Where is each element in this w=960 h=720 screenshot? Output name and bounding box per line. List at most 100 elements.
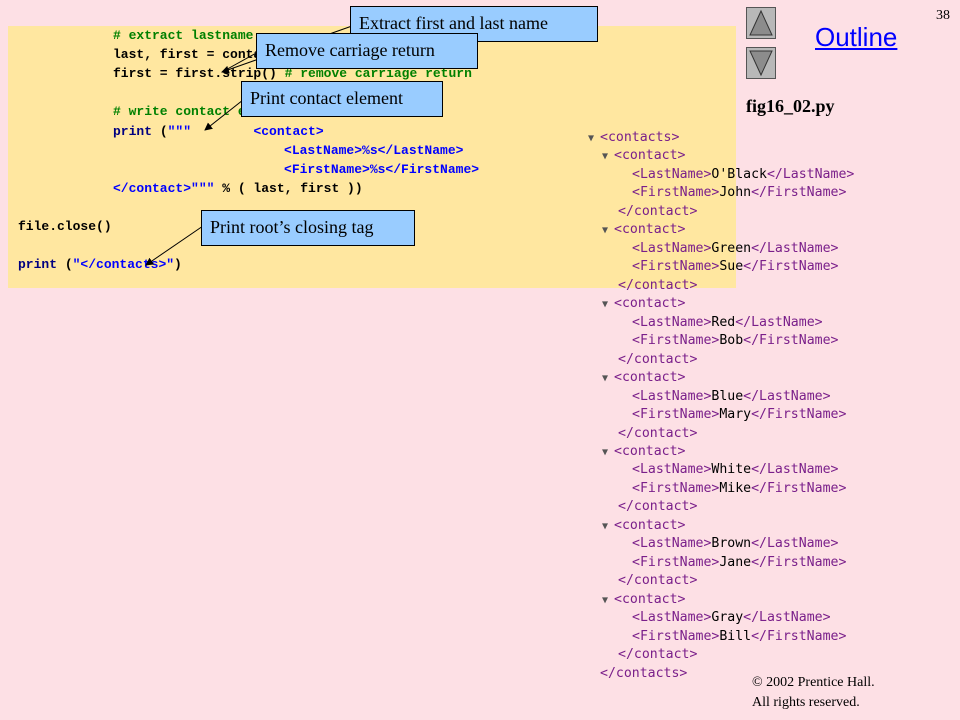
xml-lastname: <LastName>O'Black</LastName>	[588, 166, 854, 184]
xml-tag: </contacts>	[600, 665, 688, 681]
callout-remove-carriage-return: Remove carriage return	[256, 33, 478, 69]
expand-triangle-icon[interactable]: ▼	[602, 151, 609, 163]
xml-tag: <contact>	[614, 370, 686, 386]
xml-value: Sue	[719, 259, 744, 275]
xml-contact-open[interactable]: ▼<contact>	[588, 443, 685, 461]
xml-contact-open[interactable]: ▼ <contact>	[588, 295, 685, 313]
xml-value: Mary	[719, 407, 752, 423]
xml-lastname: <LastName>White</LastName>	[588, 461, 838, 479]
code-token: )	[174, 257, 182, 273]
xml-contact-open[interactable]: ▼ <contact>	[588, 221, 685, 239]
xml-tag: <contact>	[614, 222, 686, 238]
xml-tag: </FirstName>	[751, 628, 847, 644]
triangle-up-icon	[749, 9, 773, 36]
expand-triangle-icon[interactable]: ▼	[602, 299, 609, 311]
code-token: print	[18, 257, 58, 273]
xml-value: White	[711, 462, 752, 478]
code-token: % ( last, first ))	[214, 180, 363, 196]
xml-value: O'Black	[711, 166, 767, 182]
copyright-text: © 2002 Prentice Hall.	[752, 675, 875, 690]
xml-output-panel: ▼<contacts>▼<contact><LastName>O'Black</…	[588, 129, 854, 685]
xml-value: Jane	[719, 554, 752, 570]
xml-tag: <LastName>	[632, 610, 712, 626]
xml-value: Gray	[711, 610, 744, 626]
rights-text: All rights reserved.	[752, 695, 860, 710]
xml-tag: </contact>	[618, 277, 698, 293]
xml-tag: </FirstName>	[751, 185, 847, 201]
code-token: file.close()	[18, 219, 112, 234]
xml-tag: <contacts>	[600, 130, 680, 145]
xml-root-close: </contacts>	[588, 665, 687, 683]
callout-print-contact-element: Print contact element	[241, 81, 443, 117]
expand-triangle-icon[interactable]: ▼	[602, 225, 609, 237]
xml-contact-close: </contact>	[588, 498, 697, 516]
xml-firstname: <FirstName>Mary</FirstName>	[588, 406, 846, 424]
xml-tag: </contact>	[618, 647, 698, 663]
nav-up-button[interactable]	[746, 7, 776, 39]
xml-tag: </contact>	[618, 499, 698, 515]
triangle-down-icon	[749, 50, 773, 77]
xml-firstname: <FirstName>Sue</FirstName>	[588, 258, 838, 276]
xml-tag: </LastName>	[735, 314, 823, 330]
nav-down-button[interactable]	[746, 47, 776, 79]
xml-tag: </contact>	[618, 425, 698, 441]
code-token: </contact>"""	[113, 180, 215, 196]
xml-tag: <LastName>	[632, 314, 712, 330]
xml-firstname: <FirstName>Jane</FirstName>	[588, 554, 846, 572]
xml-tag: </FirstName>	[743, 333, 839, 349]
xml-lastname: <LastName>Green</LastName>	[588, 240, 838, 258]
xml-contact-open[interactable]: ▼ <contact>	[588, 369, 685, 387]
xml-tag: </LastName>	[743, 610, 831, 626]
xml-firstname: <FirstName>Bob</FirstName>	[588, 332, 838, 350]
xml-tag: <LastName>	[632, 166, 712, 182]
code-token: (	[57, 257, 73, 273]
outline-link[interactable]: Outline	[815, 22, 898, 52]
xml-tag: <contact>	[614, 591, 686, 607]
xml-value: Bob	[719, 333, 744, 349]
footer: © 2002 Prentice Hall. All rights reserve…	[752, 673, 875, 713]
xml-tag: </FirstName>	[751, 480, 847, 496]
expand-triangle-icon[interactable]: ▼	[602, 373, 609, 385]
xml-contact-open[interactable]: ▼ <contact>	[588, 517, 685, 535]
xml-tag: </FirstName>	[751, 407, 847, 423]
xml-contact-close: </contact>	[588, 646, 697, 664]
xml-firstname: <FirstName>John</FirstName>	[588, 184, 846, 202]
xml-firstname: <FirstName>Bill</FirstName>	[588, 628, 846, 646]
expand-triangle-icon[interactable]: ▼	[602, 594, 609, 606]
xml-tag: </FirstName>	[751, 554, 847, 570]
page-number: 38	[936, 8, 950, 23]
xml-tag: </LastName>	[751, 462, 839, 478]
xml-tag: <FirstName>	[632, 407, 720, 423]
code-token: <LastName>%s</LastName>	[206, 142, 464, 158]
xml-tag: <contact>	[614, 517, 686, 533]
xml-lastname: <LastName>Brown</LastName>	[588, 535, 838, 553]
xml-contact-close: </contact>	[588, 351, 697, 369]
code-line: <LastName>%s</LastName>	[206, 142, 463, 160]
xml-value: Red	[711, 314, 736, 330]
xml-contact-open[interactable]: ▼ <contact>	[588, 147, 685, 165]
expand-triangle-icon[interactable]: ▼	[602, 446, 609, 458]
code-line: print (""" <contact>	[113, 123, 324, 141]
code-line: file.close()	[18, 218, 112, 236]
xml-contact-close: </contact>	[588, 277, 697, 295]
xml-contact-close: </contact>	[588, 572, 697, 590]
xml-tag: </contact>	[618, 351, 698, 367]
xml-tag: <LastName>	[632, 462, 712, 478]
xml-contact-close: </contact>	[588, 425, 697, 443]
callout-print-closing-tag: Print root’s closing tag	[201, 210, 415, 246]
xml-tag: <contact>	[614, 148, 686, 164]
xml-lastname: <LastName>Blue</LastName>	[588, 388, 831, 406]
xml-root-open[interactable]: ▼ <contacts>	[588, 129, 679, 147]
xml-tag: <contact>	[614, 296, 686, 312]
xml-tag: <FirstName>	[632, 185, 720, 201]
xml-value: Green	[711, 240, 752, 256]
xml-value: Bill	[719, 628, 752, 644]
xml-tag: </LastName>	[751, 536, 839, 552]
expand-triangle-icon[interactable]: ▼	[588, 133, 595, 144]
xml-tag: <FirstName>	[632, 554, 720, 570]
code-line: </contact>""" % ( last, first ))	[113, 180, 363, 198]
expand-triangle-icon[interactable]: ▼	[602, 520, 609, 532]
xml-tag: </LastName>	[743, 388, 831, 404]
xml-tag: </LastName>	[766, 166, 855, 182]
xml-contact-open[interactable]: ▼ <contact>	[588, 591, 685, 609]
